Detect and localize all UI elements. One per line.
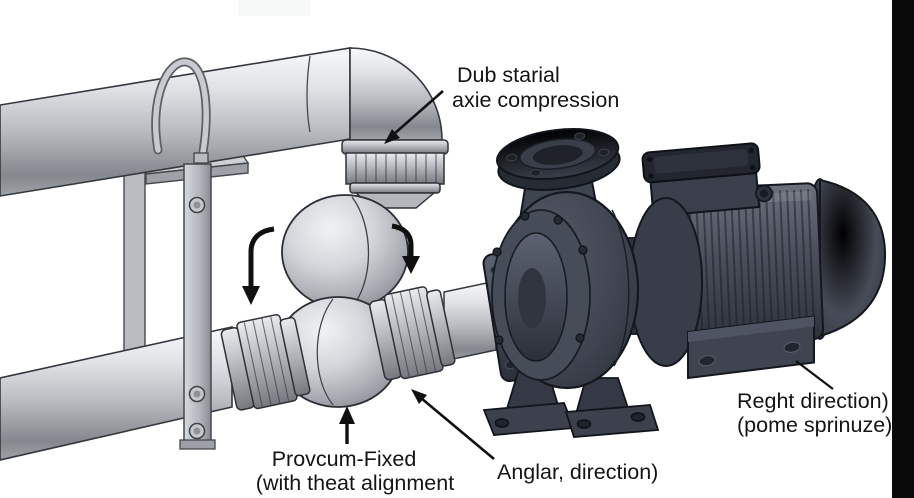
centrifugal-pump: [482, 128, 660, 438]
label-angular: Anglar, direction): [497, 460, 658, 484]
union-coupling-left: [220, 313, 311, 411]
pump-feet: [482, 371, 660, 438]
labels: Dub starial axie compression Provcum-Fix…: [256, 63, 893, 495]
bracket-front-bar: [179, 163, 216, 450]
u-bolt-clamp: [151, 57, 211, 164]
union-coupling-top: [341, 139, 449, 194]
annotation-arrows: [242, 90, 834, 460]
label-fixed-line2: (with theat alignment: [256, 471, 454, 495]
arrow-curved-left: [242, 226, 275, 305]
arrow-axial-compression: [384, 90, 444, 144]
sphere-seam: [316, 298, 334, 406]
cover-bolts: [492, 211, 588, 345]
motor-junction-box: [641, 142, 773, 218]
bracket-bolts: [188, 196, 206, 440]
u-bolt-nut: [193, 152, 209, 164]
faint-watermark-block: [238, 0, 310, 16]
leader-right-direction: [795, 360, 834, 390]
sphere-seam: [351, 196, 370, 308]
right-edge-band: [892, 0, 914, 498]
discharge-flange: [496, 128, 621, 191]
casing-seam: [611, 209, 630, 367]
label-top-line2: axie compression: [452, 88, 619, 112]
arrow-curved-right: [391, 223, 420, 274]
lower-pipe: [0, 326, 233, 461]
arrow-fixed-point: [339, 406, 355, 444]
coupling-ribs: [355, 154, 437, 183]
pipe-seam-line: [306, 55, 311, 133]
label-right-line1: Reght direction): [737, 389, 889, 413]
label-fixed-line1: Provcum-Fixed: [272, 447, 417, 471]
motor-end-cap: [819, 178, 887, 338]
electric-motor: [609, 142, 887, 380]
label-right-line2: (pome sprinuze): [737, 413, 892, 437]
union-coupling-right: [369, 286, 456, 381]
arrow-angular-direction: [411, 389, 495, 460]
pipe-elbow: [349, 47, 443, 141]
label-top-line1: Dub starial: [457, 63, 560, 87]
motor-foot: [687, 315, 815, 380]
